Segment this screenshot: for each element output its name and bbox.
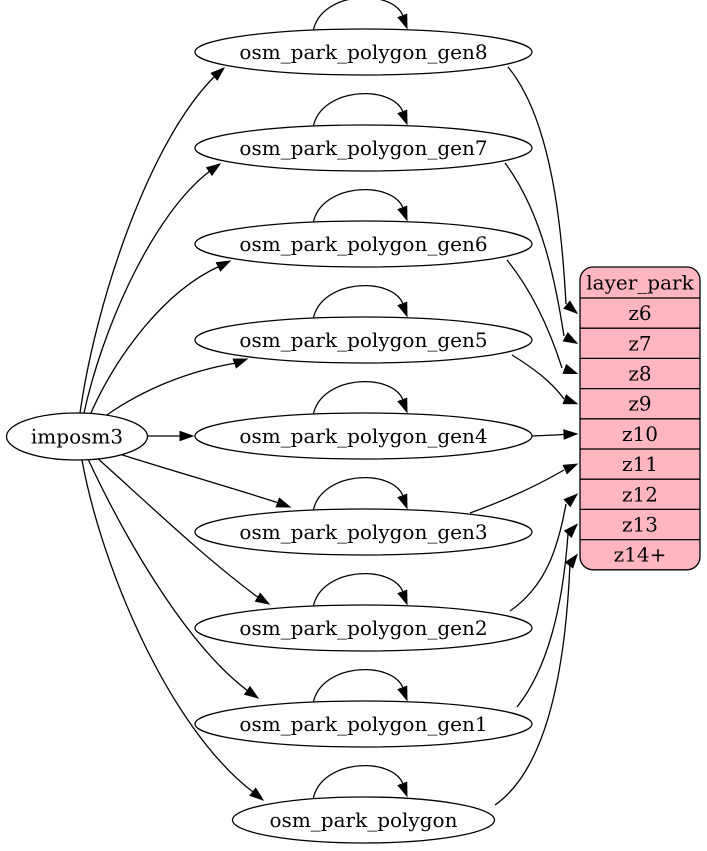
self-loop-osm_park_polygon: [312, 765, 405, 801]
self-loop-osm_park_polygon_gen7-arrowhead: [397, 109, 408, 126]
edge-osm_park_polygon_gen6-to-z8-arrowhead: [562, 363, 579, 375]
node-label: osm_park_polygon_gen3: [239, 520, 487, 544]
edge-imposm3-to-osm_park_polygon_gen2: [95, 456, 260, 599]
edge-osm_park_polygon_gen8-to-z6-arrowhead: [563, 300, 579, 315]
node-ellipse: [231, 796, 496, 844]
node-ellipse: [194, 220, 533, 268]
table-node-osm_park_polygon_gen1: osm_park_polygon_gen1: [194, 700, 533, 748]
self-loop-osm_park_polygon_gen4: [312, 381, 405, 417]
edge-imposm3-to-osm_park_polygon_gen7-arrowhead: [205, 163, 222, 177]
node-label: osm_park_polygon_gen6: [239, 232, 487, 256]
edge-imposm3-to-osm_park_polygon_gen5: [99, 362, 237, 421]
table-node-osm_park_polygon_gen8: osm_park_polygon_gen8: [194, 28, 533, 76]
edge-osm_park_polygon_gen7-to-z7-arrowhead: [562, 332, 579, 345]
edge-osm_park_polygon-to-z14+: [494, 563, 571, 806]
self-loop-osm_park_polygon_gen3-arrowhead: [397, 493, 408, 510]
row-label-z12: z12: [622, 482, 658, 506]
self-loop-osm_park_polygon_gen5-arrowhead: [397, 301, 408, 318]
row-label-z9: z9: [628, 392, 651, 416]
node-ellipse: [194, 508, 533, 556]
self-loop-osm_park_polygon_gen6-arrowhead: [397, 205, 408, 222]
edge-imposm3-to-osm_park_polygon_gen2-arrowhead: [254, 592, 271, 605]
self-loop-osm_park_polygon_gen2-arrowhead: [397, 589, 408, 606]
layer-table: layer_park z6 z7 z8 z9 z10 z11 z12 z13 z14+: [579, 266, 701, 571]
edge-imposm3-to-osm_park_polygon_gen1: [87, 458, 249, 692]
edge-osm_park_polygon_gen1-to-z13-arrowhead: [563, 523, 579, 538]
node-label: osm_park_polygon_gen8: [239, 40, 487, 64]
self-loop-osm_park_polygon_gen7: [312, 93, 405, 129]
edge-imposm3-to-osm_park_polygon_gen6: [89, 265, 221, 416]
edge-imposm3-to-osm_park_polygon_gen8: [79, 75, 216, 414]
table-node-osm_park_polygon: osm_park_polygon: [231, 796, 496, 844]
self-loop-osm_park_polygon-arrowhead: [397, 781, 408, 798]
edge-osm_park_polygon_gen4-to-z10: [531, 433, 566, 437]
node-label: osm_park_polygon_gen2: [239, 616, 487, 640]
self-loop-osm_park_polygon_gen3: [312, 477, 405, 513]
self-loop-osm_park_polygon_gen8-arrowhead: [397, 13, 408, 30]
self-loop-osm_park_polygon_gen5: [312, 285, 405, 321]
node-label: osm_park_polygon_gen1: [239, 712, 487, 736]
row-label-z7: z7: [628, 331, 651, 355]
edge-osm_park_polygon_gen5-to-z9: [511, 354, 565, 400]
node-ellipse: [194, 412, 533, 460]
self-loop-osm_park_polygon_gen6: [312, 189, 405, 225]
table-node-osm_park_polygon_gen5: osm_park_polygon_gen5: [194, 316, 533, 364]
edge-osm_park_polygon_gen4-to-z10-arrowhead: [563, 429, 579, 440]
edge-imposm3-to-osm_park_polygon: [81, 459, 254, 793]
edge-osm_park_polygon_gen1-to-z13: [516, 533, 569, 708]
row-label-z8: z8: [628, 362, 651, 386]
node-ellipse: [194, 124, 533, 172]
row-label-z11: z11: [622, 452, 658, 476]
node-ellipse: [5, 412, 149, 461]
edge-osm_park_polygon-to-z14+-arrowhead: [564, 553, 578, 569]
edge-imposm3-to-osm_park_polygon-arrowhead: [249, 787, 265, 801]
self-loop-osm_park_polygon_gen4-arrowhead: [397, 397, 408, 414]
node-ellipse: [194, 316, 533, 364]
node-ellipse: [194, 604, 533, 652]
edge-imposm3-to-osm_park_polygon_gen3-arrowhead: [275, 497, 292, 508]
edge-imposm3-to-osm_park_polygon_gen5-arrowhead: [232, 358, 249, 369]
edge-osm_park_polygon_gen8-to-z6: [507, 66, 567, 305]
self-loop-osm_park_polygon_gen8: [312, 0, 405, 33]
self-loop-osm_park_polygon_gen1: [312, 669, 405, 705]
edge-imposm3-to-osm_park_polygon_gen3: [112, 451, 280, 504]
table-node-osm_park_polygon_gen4: osm_park_polygon_gen4: [194, 412, 533, 460]
table-node-osm_park_polygon_gen2: osm_park_polygon_gen2: [194, 604, 533, 652]
edge-osm_park_polygon_gen7-to-z7: [504, 162, 565, 337]
edge-osm_park_polygon_gen2-to-z12-arrowhead: [563, 493, 579, 508]
node-label: osm_park_polygon_gen4: [239, 424, 487, 448]
edge-osm_park_polygon_gen3-to-z11: [469, 469, 565, 514]
source-node-imposm3: imposm3: [5, 412, 149, 461]
row-label-z6: z6: [628, 301, 651, 325]
edge-osm_park_polygon_gen5-to-z9-arrowhead: [562, 394, 579, 405]
node-label: osm_park_polygon_gen5: [239, 328, 487, 352]
row-label-z13: z13: [622, 513, 658, 537]
self-loop-osm_park_polygon_gen1-arrowhead: [397, 685, 408, 702]
node-label: imposm3: [31, 425, 123, 449]
self-loop-osm_park_polygon_gen2: [312, 573, 405, 609]
edge-osm_park_polygon_gen2-to-z12: [509, 503, 567, 612]
table-node-osm_park_polygon_gen6: osm_park_polygon_gen6: [194, 220, 533, 268]
edge-imposm3-to-osm_park_polygon_gen8-arrowhead: [210, 67, 226, 81]
edge-osm_park_polygon_gen6-to-z8: [506, 259, 563, 369]
node-label: osm_park_polygon_gen7: [239, 136, 487, 160]
node-ellipse: [194, 700, 533, 748]
edge-imposm3-to-osm_park_polygon_gen4-arrowhead: [179, 430, 195, 442]
edge-imposm3-to-osm_park_polygon_gen6-arrowhead: [215, 260, 232, 272]
node-label: osm_park_polygon: [270, 808, 458, 832]
row-label-z14+: z14+: [614, 543, 667, 567]
row-label-z10: z10: [622, 422, 658, 446]
table-node-osm_park_polygon_gen3: osm_park_polygon_gen3: [194, 508, 533, 556]
edge-imposm3-to-osm_park_polygon_gen7: [83, 170, 211, 414]
layer-table-title: layer_park: [586, 271, 694, 295]
edge-osm_park_polygon_gen3-to-z11-arrowhead: [562, 463, 579, 475]
edge-imposm3-to-osm_park_polygon_gen1-arrowhead: [243, 685, 260, 699]
table-node-osm_park_polygon_gen7: osm_park_polygon_gen7: [194, 124, 533, 172]
node-ellipse: [194, 28, 533, 76]
